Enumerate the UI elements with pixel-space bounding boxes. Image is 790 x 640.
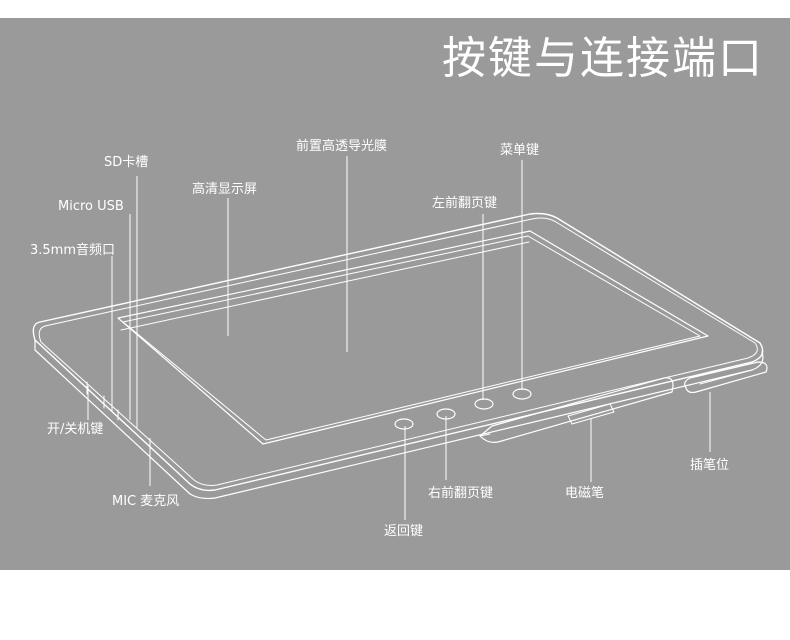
label-pen-slot: 插笔位: [690, 458, 730, 473]
slot-pen-body: [684, 361, 768, 394]
screen-film-line: [120, 241, 530, 331]
screen-inner: [122, 235, 701, 441]
label-menu-key: 菜单键: [500, 143, 540, 158]
label-right-page-key: 右前翻页键: [428, 486, 494, 501]
diagram-panel: [0, 18, 790, 570]
tablet-body-inner-edge: [38, 217, 758, 486]
page-title: 按键与连接端口: [442, 33, 764, 84]
side-ports: [86, 381, 119, 421]
label-left-page-key: 左前翻页键: [432, 196, 498, 211]
label-back-key: 返回键: [384, 524, 424, 539]
label-mic: MIC 麦克风: [112, 494, 180, 509]
left-page-key: [474, 398, 494, 410]
tablet-body-outline: [32, 212, 764, 492]
menu-key: [512, 388, 532, 400]
label-em-pen: 电磁笔: [565, 486, 605, 501]
label-sd-slot: SD卡槽: [104, 155, 149, 170]
tablet-bottom-edge: [34, 339, 764, 500]
label-hd-screen: 高清显示屏: [192, 182, 258, 197]
em-pen-grip: [567, 403, 615, 425]
back-key: [394, 418, 414, 430]
em-pen-tip: [479, 433, 491, 437]
label-audio-jack: 3.5mm音频口: [30, 243, 116, 258]
slot-pen-clip: [699, 369, 753, 385]
label-micro-usb: Micro USB: [58, 199, 124, 214]
em-pen-body: [479, 377, 674, 443]
label-front-film: 前置高透导光膜: [296, 139, 388, 154]
screen-outer: [117, 230, 709, 445]
label-power-key: 开/关机键: [47, 422, 104, 437]
